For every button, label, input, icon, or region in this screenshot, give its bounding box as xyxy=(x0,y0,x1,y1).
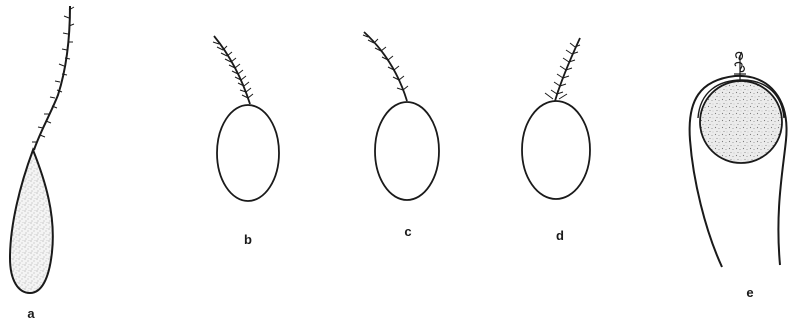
panel-a-label: a xyxy=(27,306,35,321)
panel-d: d xyxy=(522,38,590,243)
panel-a-body xyxy=(10,150,53,293)
panel-d-body xyxy=(522,101,590,199)
panel-b-body xyxy=(217,105,279,201)
panel-e-body xyxy=(700,81,782,163)
panel-c-label: c xyxy=(404,224,411,239)
panel-c-body xyxy=(375,102,439,200)
panel-e-tip xyxy=(734,52,746,82)
panel-b-label: b xyxy=(244,232,252,247)
panel-a-stalk xyxy=(34,6,70,150)
panel-c: c xyxy=(363,32,439,239)
panel-d-label: d xyxy=(556,228,564,243)
panel-a: a xyxy=(10,6,74,321)
panel-b: b xyxy=(213,36,279,247)
panel-c-bristles xyxy=(363,35,408,90)
panel-e-label: e xyxy=(746,285,753,300)
panel-b-stalk xyxy=(214,36,250,104)
panel-c-stalk xyxy=(364,32,407,101)
panel-a-bristles xyxy=(32,7,74,142)
panel-b-bristles xyxy=(213,42,253,98)
panel-e: e xyxy=(690,52,787,300)
